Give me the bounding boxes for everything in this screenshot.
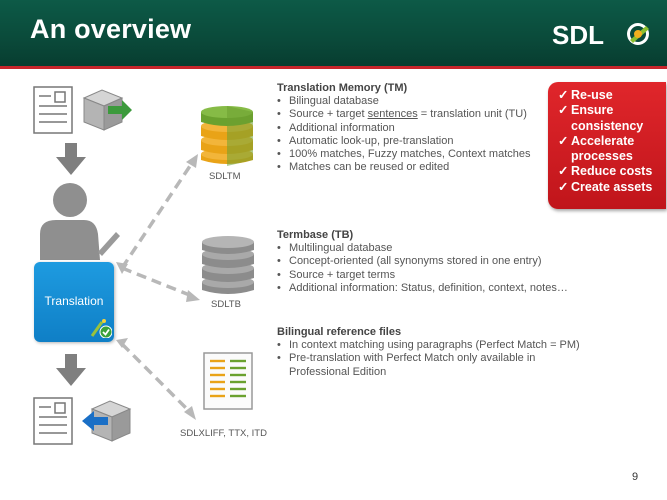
tm-bullet: Matches can be reused or edited bbox=[277, 161, 547, 175]
benefit-item: ✓Create assets bbox=[558, 179, 653, 194]
tm-bullet: Automatic look-up, pre-translation bbox=[277, 135, 547, 149]
tb-bullet: Multilingual database bbox=[277, 242, 607, 256]
tm-bullet: Additional information bbox=[277, 122, 547, 136]
target-document-icon bbox=[33, 397, 73, 445]
benefits-list: ✓Re-use ✓Ensure consistency ✓Accelerate … bbox=[548, 82, 666, 195]
translation-box[interactable]: Translation bbox=[34, 262, 114, 342]
check-icon: ✓ bbox=[558, 103, 569, 118]
check-icon: ✓ bbox=[558, 88, 569, 102]
tm-db-label: SDLTM bbox=[209, 171, 241, 182]
benefit-item: ✓Ensure consistency bbox=[558, 103, 644, 133]
benefits-box: ✓Re-use ✓Ensure consistency ✓Accelerate … bbox=[548, 82, 666, 209]
sdl-logo: SDL bbox=[552, 20, 649, 50]
tm-bullet: Bilingual database bbox=[277, 95, 547, 109]
wand-check-icon bbox=[90, 319, 112, 338]
down-arrow-icon bbox=[56, 354, 86, 386]
tm-bullet: Source + target sentences = translation … bbox=[277, 108, 547, 122]
tb-bullet-list: Multilingual database Concept-oriented (… bbox=[277, 242, 607, 295]
source-document-icon bbox=[33, 86, 73, 134]
header-divider bbox=[0, 66, 667, 69]
tm-bullet: 100% matches, Fuzzy matches, Context mat… bbox=[277, 148, 547, 162]
export-cube-icon bbox=[82, 400, 132, 442]
benefit-item: ✓Accelerate processes bbox=[558, 133, 635, 164]
slide-title: An overview bbox=[30, 14, 192, 44]
tm-bullet-text: Source + target bbox=[289, 108, 368, 121]
connector-arrows bbox=[116, 154, 200, 420]
tb-database-icon bbox=[202, 236, 254, 294]
tb-bullet: Source + target terms bbox=[277, 269, 607, 283]
translator-person-icon bbox=[40, 183, 120, 260]
tm-section-title: Translation Memory (TM) bbox=[277, 82, 408, 94]
header-bar bbox=[0, 0, 667, 66]
benefit-item: ✓Reduce costs bbox=[558, 164, 653, 179]
check-icon: ✓ bbox=[558, 164, 569, 179]
brf-bullet: Pre-translation with Perfect Match only … bbox=[277, 352, 559, 379]
sentences-underlined: sentences bbox=[367, 108, 418, 121]
check-icon: ✓ bbox=[558, 133, 569, 148]
import-cube-icon bbox=[82, 89, 132, 131]
page-number: 9 bbox=[632, 471, 639, 483]
reference-file-label: SDLXLIFF, TTX, ITD bbox=[180, 428, 267, 439]
tm-bullet-list: Bilingual database Source + target sente… bbox=[277, 95, 547, 175]
tb-bullet: Additional information: Status, definiti… bbox=[277, 282, 607, 296]
tm-database-icon bbox=[201, 106, 253, 166]
brf-bullet: In context matching using paragraphs (Pe… bbox=[277, 339, 597, 353]
tb-db-label: SDLTB bbox=[211, 299, 241, 310]
brf-bullet-list: In context matching using paragraphs (Pe… bbox=[277, 339, 597, 379]
tb-section-title: Termbase (TB) bbox=[277, 229, 354, 241]
translation-label: Translation bbox=[44, 294, 104, 308]
check-icon: ✓ bbox=[558, 179, 569, 194]
tm-bullet-tail: = translation unit (TU) bbox=[417, 108, 527, 121]
reference-file-icon bbox=[203, 352, 253, 410]
brf-section-title: Bilingual reference files bbox=[277, 326, 402, 338]
tb-bullet: Concept-oriented (all synonyms stored in… bbox=[277, 255, 607, 269]
down-arrow-icon bbox=[56, 143, 86, 175]
benefit-item: ✓Re-use bbox=[558, 88, 613, 102]
logo-text: SDL bbox=[552, 20, 604, 50]
